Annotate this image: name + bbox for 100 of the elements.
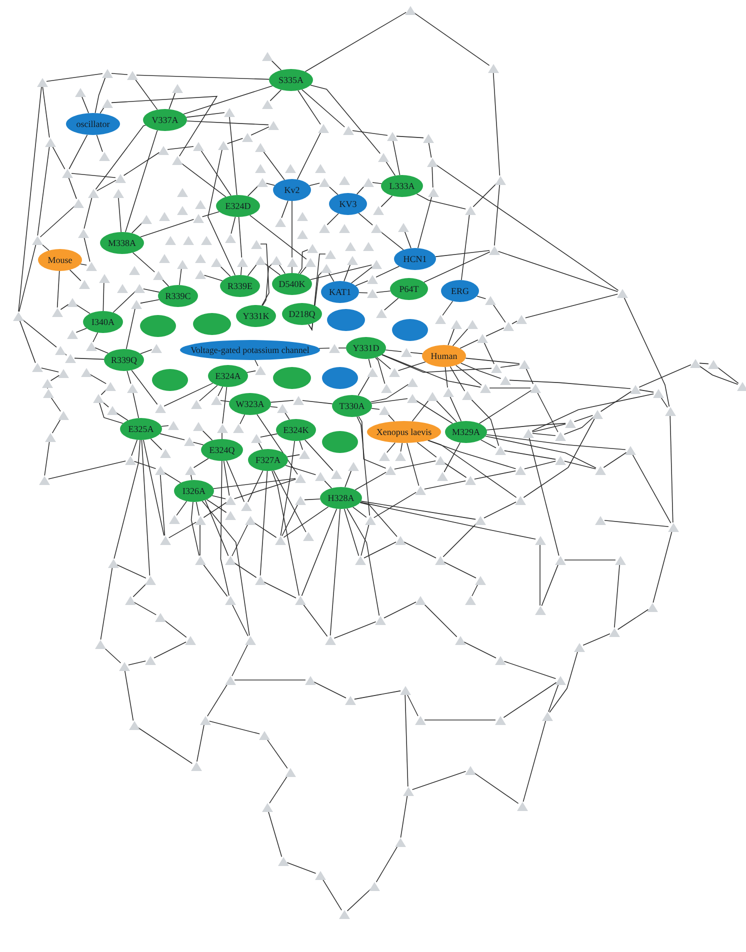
triangle-node [434, 456, 446, 464]
edge-line [193, 458, 209, 468]
triangle-node [224, 676, 236, 684]
triangle-node [254, 366, 266, 374]
edge-line [240, 414, 246, 424]
edge-line [526, 368, 534, 384]
edge-line [212, 495, 226, 500]
triangle-node [554, 456, 566, 464]
triangle-node [176, 188, 188, 196]
triangle-node [144, 576, 156, 584]
triangle-node [608, 628, 620, 636]
edge-line [442, 300, 454, 316]
edge-line [532, 424, 566, 432]
triangle-node [78, 228, 88, 238]
edge-line [46, 73, 103, 82]
triangle-node [98, 274, 110, 282]
ellipse-node [193, 313, 231, 335]
edge-line [355, 280, 368, 286]
triangle-node [534, 606, 546, 614]
edge-line [639, 389, 654, 393]
edge-line [492, 303, 506, 323]
triangle-node [484, 296, 496, 304]
edge-line [314, 682, 346, 698]
edge-line [220, 400, 230, 402]
edge-line [253, 522, 277, 538]
edge-line [232, 604, 248, 636]
triangle-node [106, 406, 118, 414]
triangle-node [736, 382, 746, 390]
edge-line [456, 364, 482, 386]
ellipse-node: V337A [143, 109, 187, 131]
triangle-node [450, 320, 462, 328]
edge-line [370, 384, 409, 402]
triangle-node [210, 396, 222, 404]
edge-line [283, 506, 329, 538]
ellipse-node [392, 319, 428, 341]
edge-line [126, 370, 132, 384]
edge-line [435, 164, 619, 291]
edge-line [354, 690, 401, 700]
triangle-node [192, 214, 204, 222]
triangle-node [274, 536, 286, 544]
triangle-node [454, 636, 466, 644]
edge-line [180, 162, 226, 198]
edge-line [486, 422, 566, 430]
ellipse-node: E324K [276, 419, 316, 441]
edge-line [698, 365, 738, 385]
edge-line [416, 442, 437, 458]
edge-line [486, 434, 626, 450]
edge-line [304, 12, 406, 72]
edge-line [52, 146, 66, 170]
edge-line [500, 364, 520, 368]
edge-line [44, 441, 50, 476]
triangle-node [158, 254, 170, 262]
edge-line [76, 328, 87, 333]
triangle-node [554, 556, 566, 564]
edge-line [298, 249, 308, 274]
edge-line [50, 375, 60, 381]
triangle-node [314, 164, 326, 172]
edge-line [375, 357, 386, 384]
edge-line [207, 683, 228, 717]
triangle-node [614, 556, 626, 564]
ellipse-node [140, 315, 176, 337]
edge-line [346, 508, 380, 616]
edge-line [302, 89, 345, 128]
triangle-node [368, 882, 380, 890]
edge-line [278, 263, 286, 274]
edge-line [21, 318, 57, 348]
edge-line [532, 433, 556, 436]
triangle-node [284, 164, 296, 172]
ellipse-node: I340A [83, 311, 123, 333]
triangle-node [414, 486, 426, 494]
edge-line [604, 520, 669, 527]
triangle-node [256, 178, 268, 186]
triangle-node [388, 368, 400, 376]
triangle-node [404, 6, 416, 14]
edge-line [532, 394, 654, 432]
edge-line [161, 425, 169, 427]
edge-line [603, 452, 627, 468]
edge-line [125, 130, 158, 232]
triangle-node [494, 446, 506, 454]
triangle-node [168, 420, 178, 430]
triangle-node [378, 452, 390, 460]
edge-line [344, 264, 351, 282]
triangle-node [346, 256, 358, 264]
triangle-node [474, 576, 486, 584]
edge-line [218, 264, 231, 277]
edge-line [60, 304, 69, 310]
edge-line [299, 440, 303, 450]
edge-line [254, 360, 258, 366]
edge-line [286, 454, 300, 458]
triangle-node [362, 242, 374, 250]
edge-line [652, 531, 672, 603]
triangle-node [86, 342, 96, 350]
edge-line [208, 149, 236, 276]
triangle-node [154, 404, 166, 412]
triangle-node [36, 78, 48, 86]
edge-line [376, 266, 400, 278]
edge-line [484, 502, 516, 518]
triangle-node [394, 536, 406, 544]
triangle-node [306, 244, 318, 252]
edge-line [176, 500, 188, 516]
